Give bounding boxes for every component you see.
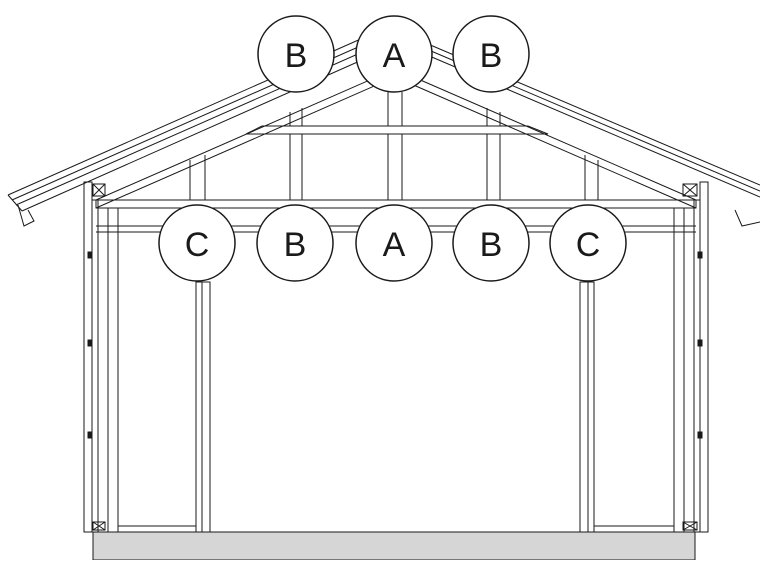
callout-row-2: B: [256, 204, 334, 282]
callout-row-1: C: [158, 204, 236, 282]
foundation: [92, 531, 696, 561]
callout-top-right: B: [452, 15, 530, 93]
callout-letter: C: [576, 226, 601, 264]
callout-row-3: A: [355, 204, 433, 282]
collar-tie: [245, 125, 549, 135]
callouts-top: B A B: [257, 15, 530, 93]
callout-letter: C: [185, 226, 210, 264]
right-corner-post: [673, 181, 709, 533]
door-frame: [93, 281, 695, 533]
callout-top-left: B: [257, 15, 335, 93]
left-corner-post: [83, 181, 119, 533]
callout-letter: A: [383, 226, 406, 264]
callout-letter: B: [285, 37, 308, 75]
gable-rafters: [95, 71, 697, 209]
callout-letter: B: [284, 226, 307, 264]
callouts-row: C B A B C: [158, 204, 627, 282]
callout-letter: A: [383, 37, 406, 75]
callout-row-4: B: [452, 204, 530, 282]
gable-studs: [189, 92, 599, 200]
callout-top-center: A: [355, 15, 433, 93]
callout-letter: B: [480, 37, 503, 75]
callout-row-5: C: [549, 204, 627, 282]
callout-letter: B: [480, 226, 503, 264]
